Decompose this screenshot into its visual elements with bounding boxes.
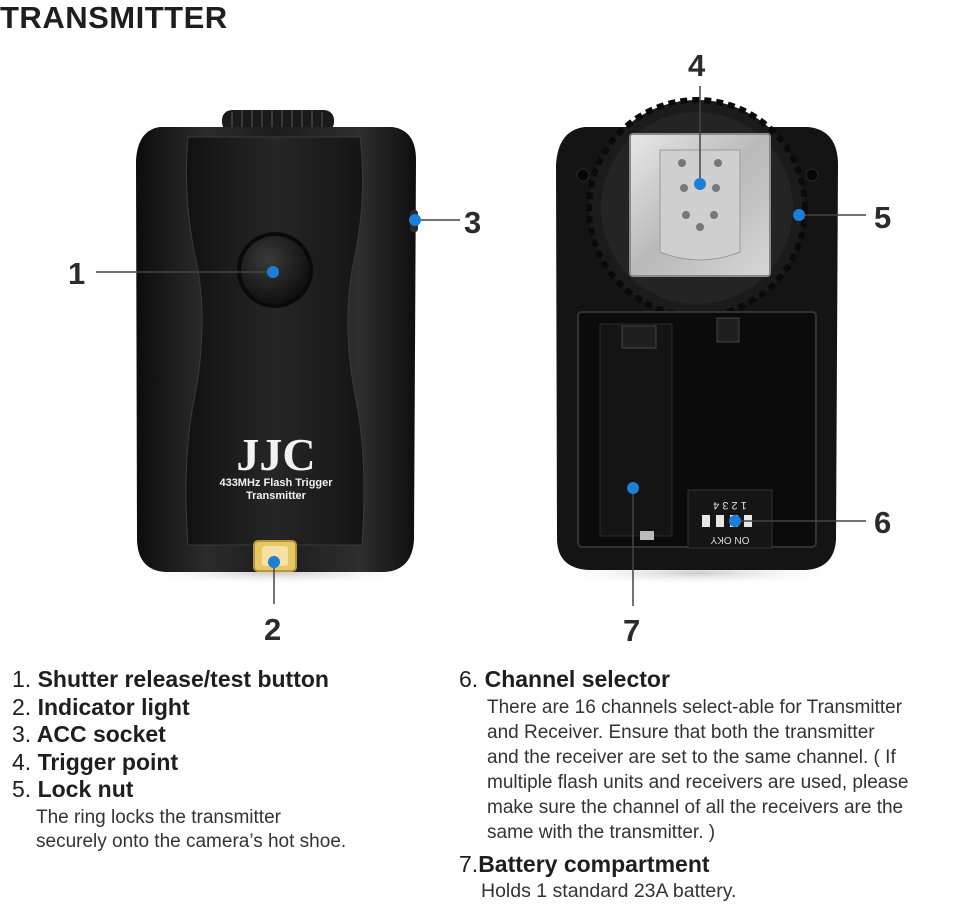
legend-item-5-description: The ring locks the transmitter securely … <box>36 806 347 852</box>
marker-6 <box>729 515 741 527</box>
marker-2 <box>268 556 280 568</box>
legend-item-6-description: There are 16 channels select-able for Tr… <box>487 696 909 843</box>
marker-7 <box>627 482 639 494</box>
legend-left: 1. Shutter release/test button 2. Indica… <box>12 666 442 854</box>
hot-shoe-pin <box>680 184 688 192</box>
hot-shoe-pin <box>714 159 722 167</box>
callout-lines <box>96 86 866 606</box>
legend-item-7-description: Holds 1 standard 23A battery. <box>481 880 737 902</box>
callout-2: 2 <box>264 612 281 647</box>
marker-5 <box>793 209 805 221</box>
legend-item-2: 2. Indicator light <box>12 693 190 720</box>
screw <box>805 168 819 182</box>
screw <box>576 168 590 182</box>
marker-1 <box>267 266 279 278</box>
battery-contact <box>621 325 657 349</box>
product-figure: JJC 433MHz Flash Trigger Transmitter <box>68 48 891 648</box>
callout-markers <box>267 178 805 568</box>
legend-right: 6. Channel selector There are 16 channel… <box>459 666 969 904</box>
callout-4: 4 <box>688 48 706 83</box>
legend-item-1: 1. Shutter release/test button <box>12 666 329 692</box>
dip-numbers: 1 2 3 4 <box>713 499 747 511</box>
hot-shoe-pin <box>712 184 720 192</box>
legend-item-4: 4. Trigger point <box>12 748 179 775</box>
model-line-2: Transmitter <box>246 490 307 502</box>
hot-shoe-pin <box>696 223 704 231</box>
front-top-wheel <box>222 110 334 132</box>
legend-item-5: 5. Lock nut <box>12 776 134 802</box>
legend-item-3: 3. ACC socket <box>12 721 166 747</box>
marker-4 <box>694 178 706 190</box>
marker-3 <box>409 214 421 226</box>
model-line-1: 433MHz Flash Trigger <box>219 477 333 489</box>
front-panel <box>185 136 365 546</box>
dip-labels: ON OKY <box>710 534 749 545</box>
callout-3: 3 <box>464 205 481 240</box>
hot-shoe-pin <box>710 211 718 219</box>
legend-item-7: 7.Battery compartment <box>459 850 710 877</box>
page-title: TRANSMITTER <box>0 0 228 35</box>
callout-6: 6 <box>874 505 891 540</box>
callout-5: 5 <box>874 200 891 235</box>
callout-7: 7 <box>623 613 640 648</box>
battery-contact <box>716 317 740 343</box>
brand-logo: JJC <box>236 429 315 480</box>
transmitter-front: JJC 433MHz Flash Trigger Transmitter <box>126 110 426 585</box>
callout-numbers: 1 2 3 4 5 6 7 <box>68 48 891 648</box>
hot-shoe-pin <box>678 159 686 167</box>
legend-item-6: 6. Channel selector <box>459 666 670 692</box>
front-wheel-teeth <box>231 110 323 128</box>
transmitter-back: 1 2 3 4 ON OKY <box>547 97 847 585</box>
hot-shoe-pin <box>682 211 690 219</box>
callout-1: 1 <box>68 256 85 291</box>
